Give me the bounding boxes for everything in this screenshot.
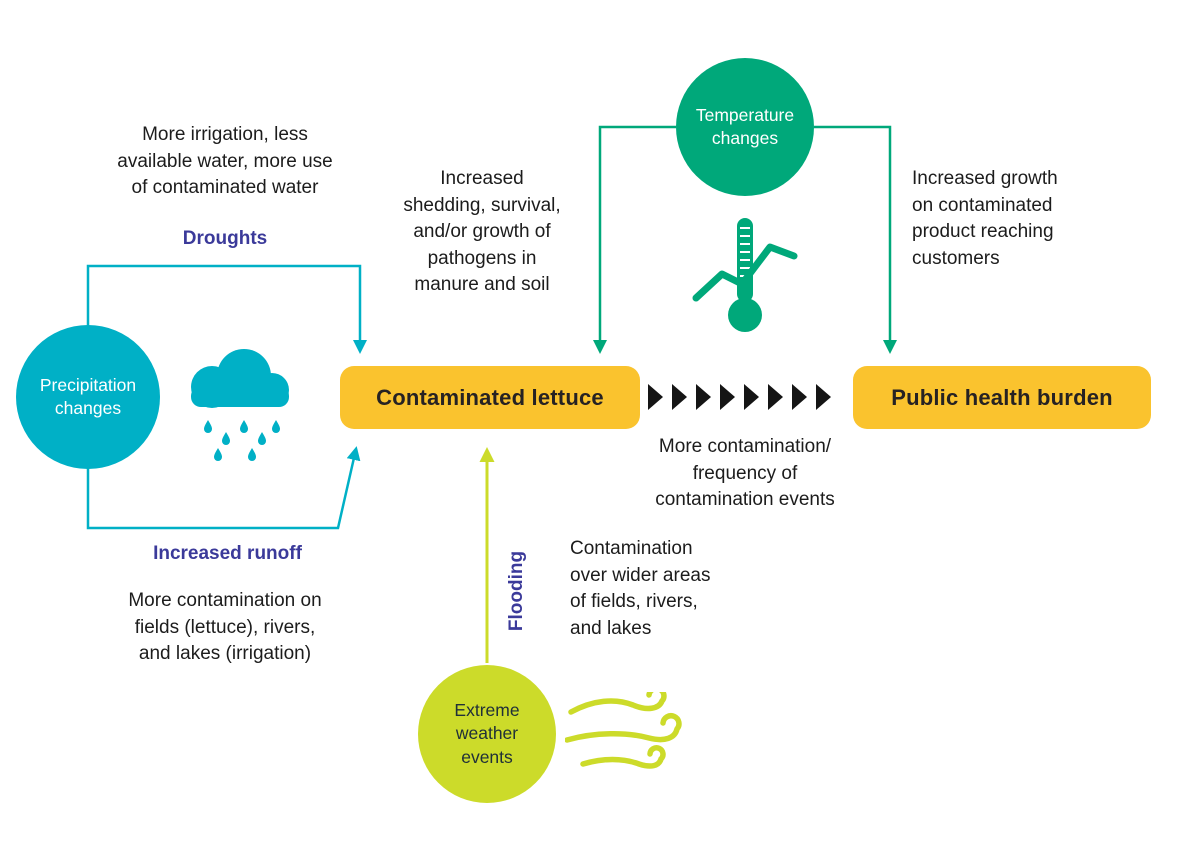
edge-label-droughts: Droughts — [182, 228, 268, 249]
annotation-customer-growth-effect: Increased growth on contaminated product… — [912, 168, 1058, 269]
thermometer-trend-icon — [692, 218, 798, 332]
edge-label-flooding: Flooding — [506, 550, 527, 632]
annotation-runoff-effect: More contamination on fields (lettuce), … — [128, 590, 322, 665]
raindrops — [204, 420, 280, 461]
flow-arrowhead-icon — [744, 384, 759, 410]
node-precipitation-changes: Precipitation changes — [16, 325, 160, 469]
node-label: Contaminated lettuce — [376, 384, 604, 410]
flow-arrowhead-icon — [792, 384, 807, 410]
node-extreme-weather-events: Extreme weather events — [418, 665, 556, 803]
node-contaminated-lettuce: Contaminated lettuce — [340, 366, 640, 429]
node-public-health-burden: Public health burden — [853, 366, 1151, 429]
annotation-pathogens-effect: Increased shedding, survival, and/or gro… — [403, 168, 561, 296]
node-label: Temperature changes — [695, 104, 795, 148]
node-temperature-changes: Temperature changes — [676, 58, 814, 196]
edge-label-increased-runoff: Increased runoff — [153, 543, 302, 564]
annotation-droughts-effect: More irrigation, less available water, m… — [117, 124, 333, 199]
node-label: Extreme weather events — [454, 700, 520, 767]
flow-arrowhead-icon — [720, 384, 735, 410]
node-label: Precipitation changes — [39, 374, 137, 418]
node-label: Public health burden — [891, 384, 1113, 410]
flow-arrowhead-icon — [648, 384, 663, 410]
flow-arrowheads — [648, 384, 831, 410]
flow-arrowhead-icon — [816, 384, 831, 410]
trend-line — [692, 243, 798, 302]
wind-gust-icon — [565, 692, 682, 769]
annotation-flooding-effect: Contamination over wider areas of fields… — [570, 538, 711, 639]
annotation-contamination-frequency: More contamination/ frequency of contami… — [655, 436, 835, 511]
temperature-to-lettuce-arrow — [593, 125, 676, 354]
rain-cloud-icon — [191, 349, 289, 461]
flow-arrowhead-icon — [768, 384, 783, 410]
temperature-to-public-health-arrow — [814, 125, 897, 354]
flow-arrowhead-icon — [672, 384, 687, 410]
flow-arrowhead-icon — [696, 384, 711, 410]
